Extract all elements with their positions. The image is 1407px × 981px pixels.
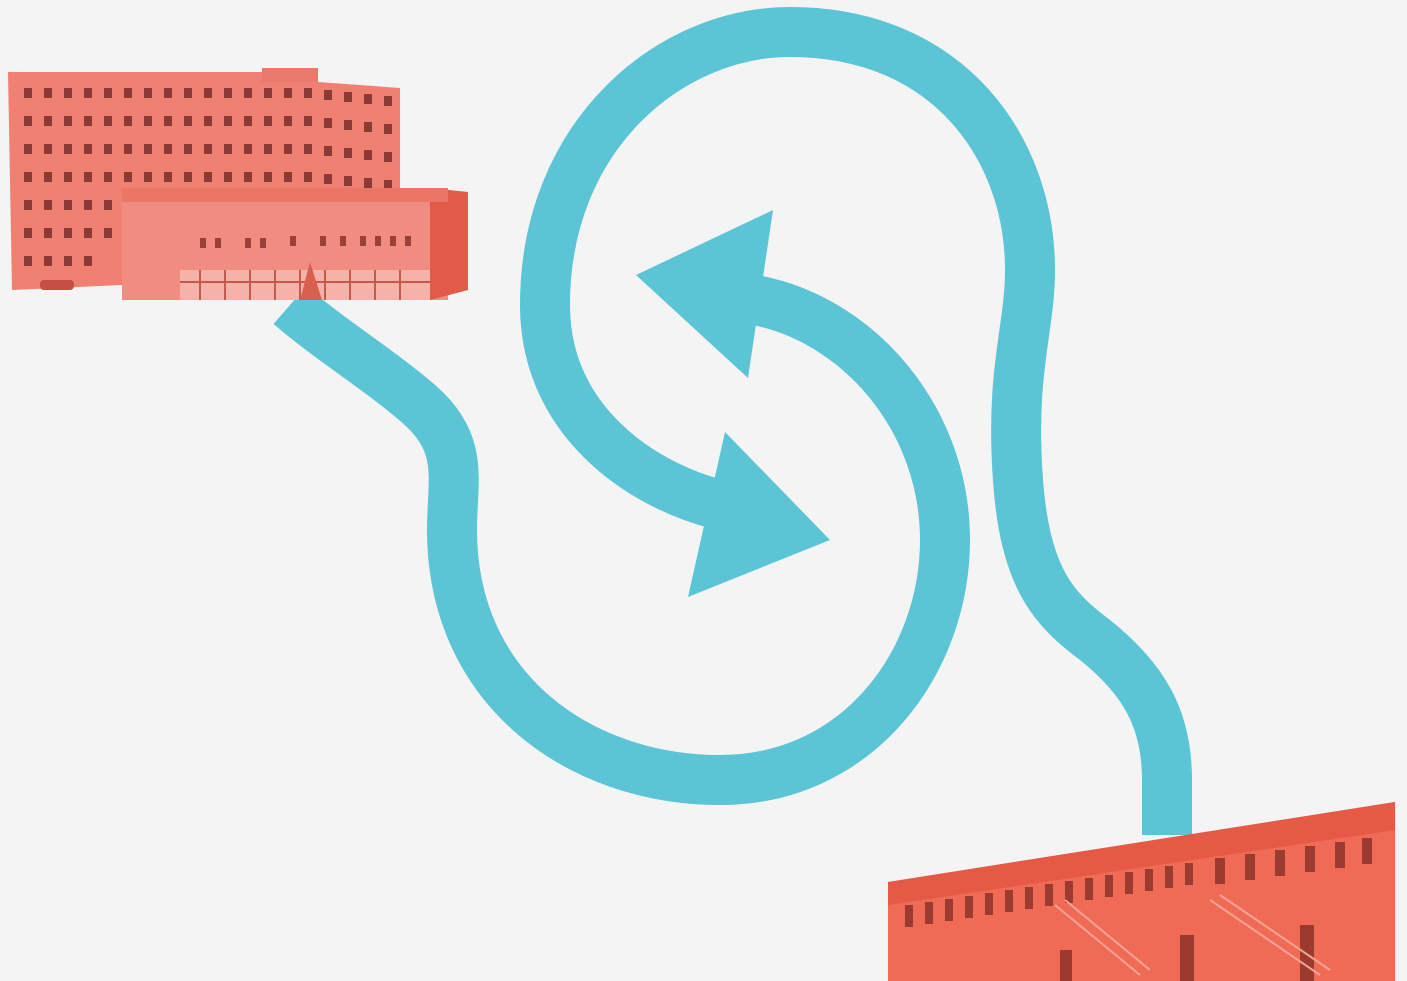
arrow-head-lower-icon bbox=[688, 432, 830, 597]
old-mill-building-image bbox=[888, 802, 1395, 981]
circular-arrows-icon bbox=[636, 210, 830, 597]
arrow-head-upper-icon bbox=[636, 210, 773, 378]
hospital-building-image bbox=[8, 68, 468, 300]
winding-path bbox=[290, 32, 1167, 835]
